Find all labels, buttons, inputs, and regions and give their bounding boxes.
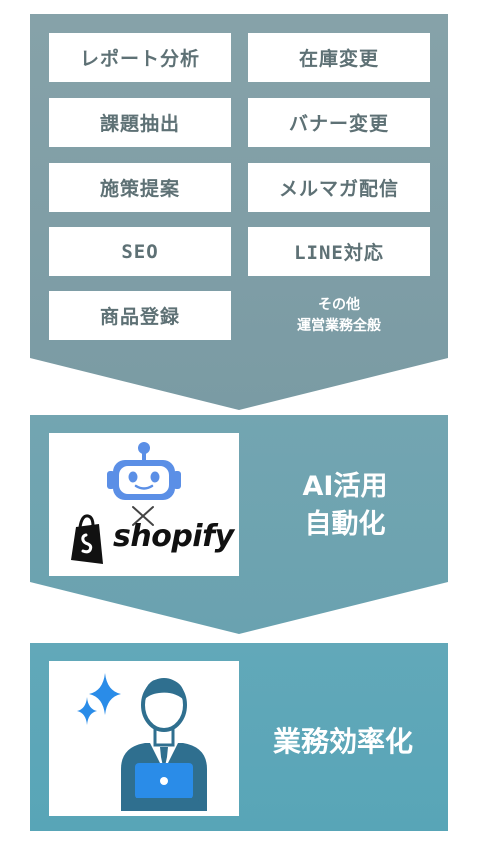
sparkle-icon	[77, 673, 121, 725]
middle-label-line-1: AI活用	[302, 471, 388, 502]
ai-shopify-graphic	[71, 442, 181, 564]
task-line-support: LINE対応	[248, 227, 430, 276]
task-banner-change: バナー変更	[248, 98, 430, 147]
task-report-analysis: レポート分析	[49, 33, 231, 82]
middle-label: AI活用 自動化	[260, 466, 430, 546]
middle-label-line-2: 自動化	[304, 509, 386, 540]
shopify-wordmark: shopify	[113, 519, 234, 554]
task-issue-extraction: 課題抽出	[49, 98, 231, 147]
person-laptop-icon	[121, 678, 207, 811]
task-seo: SEO	[49, 227, 231, 276]
person-graphic	[77, 673, 207, 811]
task-inventory-change: 在庫変更	[248, 33, 430, 82]
bottom-label: 業務効率化	[272, 725, 413, 758]
robot-icon	[107, 442, 181, 500]
shopify-bag-icon	[71, 514, 103, 564]
other-line-2: 運営業務全般	[297, 317, 381, 334]
task-other-operations: その他 運営業務全般	[248, 291, 430, 340]
task-product-registration: 商品登録	[49, 291, 231, 340]
other-line-1: その他	[318, 296, 360, 313]
task-newsletter: メルマガ配信	[248, 163, 430, 212]
times-icon	[132, 506, 154, 526]
task-measure-proposal: 施策提案	[49, 163, 231, 212]
